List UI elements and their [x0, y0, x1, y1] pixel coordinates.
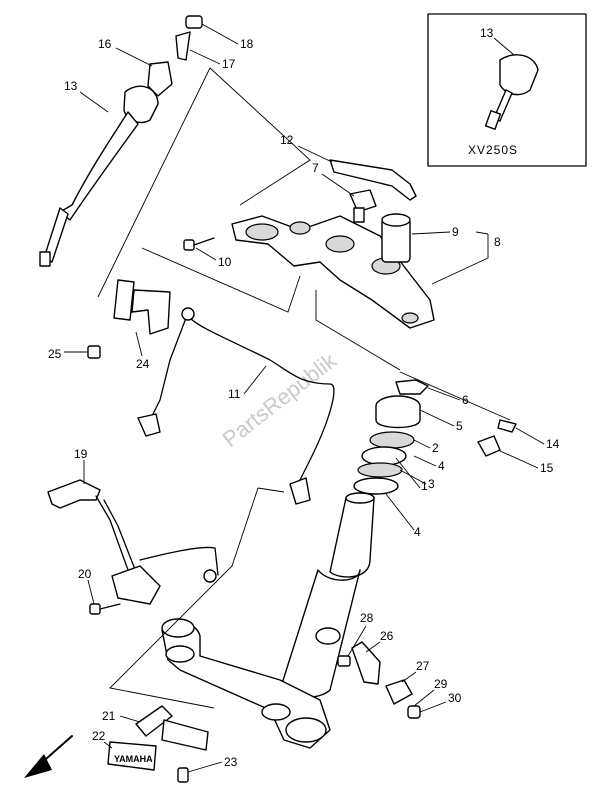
inset-part-number: 13 [480, 26, 494, 40]
part-label-26: 26 [380, 629, 394, 643]
bracket-bolt [89, 603, 121, 615]
part-labels: 1 2 3 4 4 5 6 7 8 9 10 11 12 13 14 15 16… [48, 23, 560, 773]
part-label-12: 12 [280, 133, 294, 147]
part-label-30: 30 [448, 691, 462, 705]
part-label-18: 18 [240, 37, 254, 51]
part-label-1: 1 [421, 479, 428, 493]
washer-nut [477, 419, 517, 457]
sensor-assembly [337, 641, 421, 719]
part-label-5: 5 [456, 419, 463, 433]
part-label-4b: 4 [414, 525, 421, 539]
handlebar [39, 85, 159, 267]
part-label-6: 6 [462, 393, 469, 407]
part-label-16: 16 [98, 37, 112, 51]
lower-bracket [47, 479, 219, 605]
cover-plate [329, 159, 417, 201]
stamp-text: YAMAHA [114, 754, 153, 764]
part-label-19: 19 [74, 447, 88, 461]
part-label-27: 27 [416, 659, 430, 673]
inset-model-label: XV250S [468, 143, 518, 157]
part-label-11: 11 [228, 387, 241, 401]
small-bolt [87, 345, 101, 359]
part-label-4a: 4 [438, 459, 445, 473]
ground-cable [137, 307, 335, 505]
part-label-10: 10 [218, 255, 232, 269]
part-label-7: 7 [312, 161, 319, 175]
part-label-28: 28 [360, 611, 374, 625]
part-label-3: 3 [428, 477, 435, 491]
part-label-22: 22 [92, 729, 106, 743]
mount-bracket [113, 279, 171, 335]
part-label-17: 17 [222, 57, 236, 71]
rubber-damper [381, 213, 411, 263]
stem-nut [349, 189, 377, 223]
part-label-21: 21 [102, 709, 116, 723]
part-label-8: 8 [494, 235, 501, 249]
part-label-29: 29 [434, 677, 448, 691]
part-label-9: 9 [452, 225, 459, 239]
part-label-15: 15 [540, 461, 554, 475]
part-label-13: 13 [64, 79, 78, 93]
steering-stem [161, 492, 375, 749]
direction-arrow-icon [24, 735, 73, 778]
part-label-2: 2 [432, 441, 439, 455]
part-label-24: 24 [136, 357, 150, 371]
stopper-plate: YAMAHA [107, 705, 209, 783]
inset-box: 13 XV250S [427, 13, 587, 167]
part-label-20: 20 [78, 567, 92, 581]
handlebar-clamp [147, 15, 203, 97]
pinch-bolt [183, 237, 215, 251]
part-label-14: 14 [546, 437, 560, 451]
part-label-23: 23 [224, 755, 238, 769]
part-label-25: 25 [48, 347, 62, 361]
bearing-stack [353, 379, 429, 495]
inset-handlebar-part [484, 54, 539, 130]
